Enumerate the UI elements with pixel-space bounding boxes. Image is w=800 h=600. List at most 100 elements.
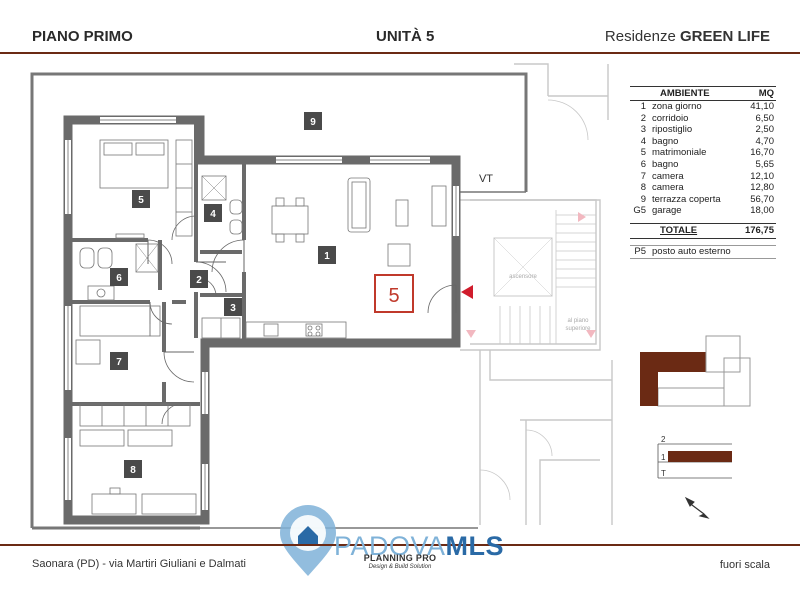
row-name: ripostiglio <box>652 124 693 136</box>
table-row: G5 garage 18,00 <box>630 205 776 217</box>
row-area: 41,10 <box>750 101 774 112</box>
windows <box>65 117 459 510</box>
stairs-label-2: superiore <box>565 326 591 332</box>
table-row: 9 terrazza coperta 56,70 <box>630 194 776 206</box>
row-number: 7 <box>640 170 646 182</box>
table-total-row: TOTALE 176,75 <box>630 222 776 239</box>
room-number-boxes <box>110 112 336 478</box>
room-label-2: 2 <box>196 275 202 286</box>
unit-marker-box <box>374 274 414 313</box>
col-area: MQ <box>736 86 776 101</box>
row-area: 12,10 <box>750 170 774 182</box>
building-key <box>640 335 751 407</box>
row-area: 16,70 <box>750 147 774 159</box>
row-number: 1 <box>640 101 646 112</box>
table-row: 5 matrimoniale 16,70 <box>630 147 776 159</box>
row-number: 4 <box>640 135 646 147</box>
watermark-part-b: MLS <box>445 531 505 561</box>
row-name: garage <box>652 205 682 217</box>
parking-name: posto auto esterno <box>652 245 731 257</box>
row-name: terrazza coperta <box>652 193 721 205</box>
header-residence-name: GREEN LIFE <box>679 28 770 45</box>
row-number: 2 <box>640 112 646 124</box>
total-value: 176,75 <box>736 222 776 239</box>
row-name: corridoio <box>652 112 689 124</box>
row-number: 8 <box>640 182 646 194</box>
bed-master <box>99 139 169 189</box>
row-number: 6 <box>640 158 646 170</box>
footer-address: Saonara (PD) - via Martiri Giuliani e Da… <box>32 558 246 570</box>
floor-key-t: T <box>661 469 666 478</box>
room-label-6: 6 <box>116 273 122 284</box>
row-name: camera <box>652 170 684 182</box>
table-row-parking: P5 posto auto esterno <box>630 245 776 259</box>
row-number: 3 <box>640 124 646 136</box>
room-label-4: 4 <box>210 209 216 220</box>
row-area: 12,80 <box>750 182 774 194</box>
neighbour-structure <box>460 63 613 525</box>
room-label-5: 5 <box>138 195 144 206</box>
elevator-label: ascensore <box>509 274 537 280</box>
row-name: bagno <box>652 158 679 170</box>
footer-scale: fuori scala <box>719 559 770 571</box>
table-row: 2 corridoio 6,50 <box>630 113 776 125</box>
stair-arrow-icon-2 <box>466 330 476 338</box>
total-label: TOTALE <box>650 222 737 239</box>
unit-marker-number: 5 <box>388 285 399 307</box>
vt-label: VT <box>479 173 493 185</box>
staircase <box>499 210 596 344</box>
table-row: 7 camera 12,10 <box>630 171 776 183</box>
table-row: 3 ripostiglio 2,50 <box>630 124 776 136</box>
row-area: 56,70 <box>750 193 774 205</box>
table-gap <box>630 238 776 245</box>
row-name: zona giorno <box>652 101 702 112</box>
header-residence: Residenze GREEN LIFE <box>605 28 770 45</box>
row-number: G5 <box>633 205 646 217</box>
row-area: 4,70 <box>755 135 775 147</box>
north-arrow-icon <box>684 496 710 519</box>
table-row: 8 camera 12,80 <box>630 182 776 194</box>
header-floor: PIANO PRIMO <box>32 28 133 45</box>
room-label-3: 3 <box>230 303 236 314</box>
room-label-1: 1 <box>324 251 330 262</box>
room-label-7: 7 <box>116 357 122 368</box>
row-area: 6,50 <box>755 112 775 124</box>
watermark-part-a: PADOVA <box>334 531 446 561</box>
room-table: AMBIENTE MQ 1 zona giorno 41,10 2 corridoio… <box>630 86 776 259</box>
elevator <box>493 237 553 297</box>
row-area: 5,65 <box>755 158 775 170</box>
location-pin-icon <box>280 505 336 576</box>
interior-walls <box>72 124 246 406</box>
table-row: 1 zona giorno 41,10 <box>630 101 776 113</box>
table-row: 4 bagno 4,70 <box>630 136 776 148</box>
row-area: 2,50 <box>755 124 775 136</box>
entrance-arrow-icon <box>461 285 473 299</box>
row-name: bagno <box>652 135 679 147</box>
brand-name: PLANNING PRO <box>363 553 437 563</box>
stair-arrow-icon-3 <box>586 330 596 338</box>
floor-key-1: 1 <box>661 453 666 462</box>
row-name: camera <box>652 182 684 194</box>
row-area: 18,00 <box>750 205 774 217</box>
header-unit: UNITÀ 5 <box>376 28 435 45</box>
stair-arrow-icon <box>578 212 586 222</box>
watermark: PADOVAMLS <box>334 531 504 562</box>
room-label-9: 9 <box>310 117 316 128</box>
floor-key-highlight <box>668 451 732 462</box>
room-table-header: AMBIENTE MQ <box>630 86 776 101</box>
brand-tagline: Design & Build Solution <box>368 564 432 570</box>
row-number: 5 <box>640 147 646 159</box>
parking-number: P5 <box>634 245 646 257</box>
header-rule <box>0 52 800 54</box>
stairs-label-1: al piano <box>567 318 589 324</box>
room-label-8: 8 <box>130 465 136 476</box>
furniture <box>75 139 447 515</box>
row-number: 9 <box>640 193 646 205</box>
col-room: AMBIENTE <box>650 86 737 101</box>
window-frames <box>67 119 457 510</box>
table-row: 6 bagno 5,65 <box>630 159 776 171</box>
floor-key-2: 2 <box>661 435 666 444</box>
row-name: matrimoniale <box>652 147 707 159</box>
header-residence-prefix: Residenze <box>604 28 676 45</box>
